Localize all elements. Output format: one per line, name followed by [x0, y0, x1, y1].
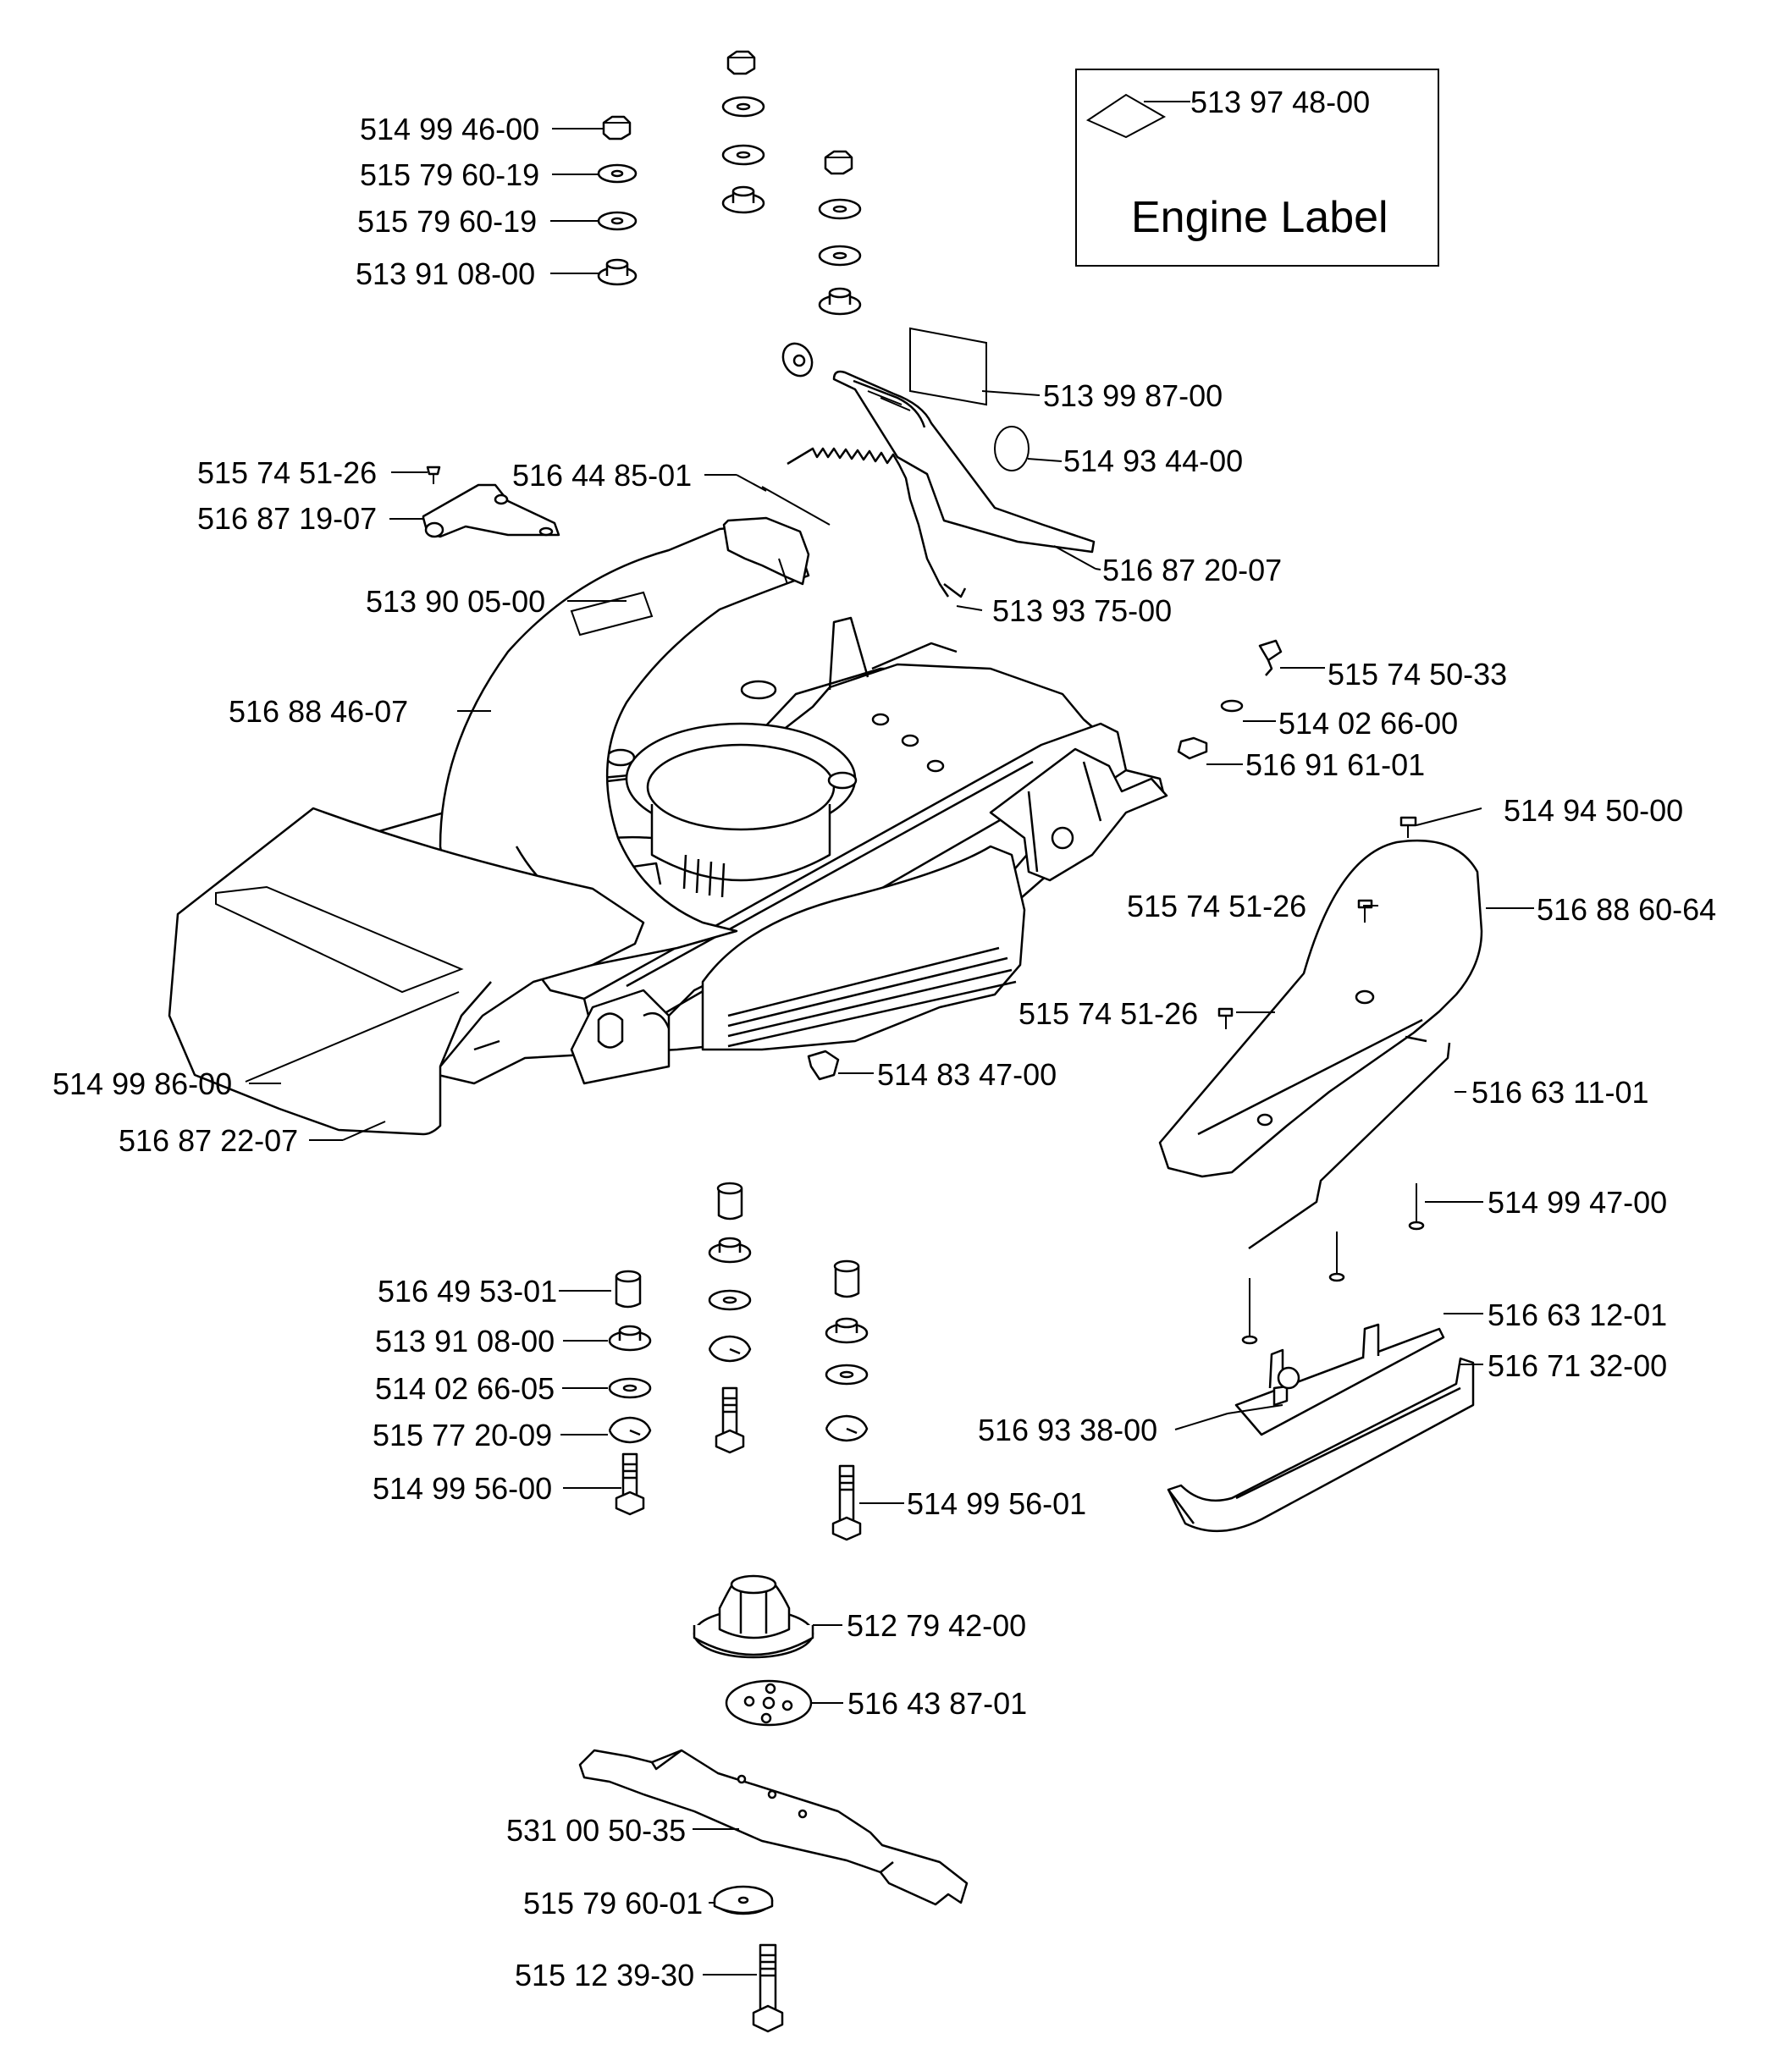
- label-516-71-32-00: 516 71 32-00: [1488, 1348, 1667, 1383]
- label-516-43-87-01: 516 43 87-01: [847, 1686, 1027, 1721]
- rear-flap-sticker: [215, 885, 464, 994]
- deck-sticker: [570, 591, 654, 636]
- label-516-91-61-01: 516 91 61-01: [1245, 747, 1425, 782]
- label-514-99-56-00: 514 99 56-00: [373, 1471, 552, 1506]
- label-516-87-20-07: 516 87 20-07: [1102, 553, 1282, 587]
- blade-bolt-washer: [709, 1885, 774, 1915]
- rear-flap-bracket: [389, 466, 560, 538]
- rear-flap: [168, 807, 645, 1136]
- label-515-74-51-26-low: 515 74 51-26: [1018, 996, 1198, 1031]
- label-514-99-47-00: 514 99 47-00: [1488, 1185, 1667, 1220]
- engine-label-part-number: 513 97 48-00: [1190, 85, 1370, 119]
- label-516-87-22-07: 516 87 22-07: [119, 1123, 298, 1158]
- label-516-63-11-01: 516 63 11-01: [1471, 1075, 1649, 1110]
- label-516-44-85-01: 516 44 85-01: [512, 458, 692, 493]
- blade-washer-plate: [725, 1679, 843, 1727]
- label-515-79-60-19-b: 515 79 60-19: [357, 204, 537, 239]
- label-516-49-53-01: 516 49 53-01: [378, 1274, 557, 1309]
- label-515-74-50-33: 515 74 50-33: [1328, 657, 1507, 692]
- part-labels: 514 99 46-00 515 79 60-19 515 79 60-19 5…: [52, 112, 1716, 1992]
- label-514-02-66-00: 514 02 66-00: [1278, 706, 1458, 741]
- torsion-spring: [787, 447, 950, 598]
- upper-hardware-stack-right: [818, 150, 862, 316]
- label-516-87-19-07: 516 87 19-07: [197, 501, 377, 536]
- leader-lines: [249, 600, 1483, 1430]
- label-513-99-87-00: 513 99 87-00: [1043, 378, 1223, 413]
- top-left-hardware: [550, 115, 638, 286]
- side-skid-assembly: [1167, 1323, 1475, 1533]
- side-rod: [1248, 1042, 1466, 1250]
- label-513-93-75-00: 513 93 75-00: [992, 593, 1172, 628]
- label-515-74-51-26-mid: 515 74 51-26: [1127, 889, 1306, 923]
- label-514-02-66-05: 514 02 66-05: [375, 1371, 555, 1406]
- warning-sticker: [909, 327, 987, 406]
- rivets: [1241, 1183, 1425, 1345]
- screw-icon: [426, 466, 441, 476]
- label-512-79-42-00: 512 79 42-00: [847, 1608, 1026, 1643]
- nut-icon: [602, 115, 632, 141]
- mower-blade: [578, 1749, 969, 1906]
- label-514-93-44-00: 514 93 44-00: [1063, 444, 1243, 478]
- label-513-91-08-00-low: 513 91 08-00: [375, 1324, 555, 1358]
- right-side-cover: [1158, 839, 1534, 1178]
- label-515-79-60-19-a: 515 79 60-19: [360, 157, 539, 192]
- upper-hardware-stack-left: [721, 50, 765, 214]
- label-516-88-60-64: 516 88 60-64: [1537, 892, 1716, 927]
- label-513-91-08-00-top: 513 91 08-00: [356, 256, 535, 291]
- engine-label-title: Engine Label: [1131, 193, 1388, 242]
- lower-hardware-stack-right: [825, 1259, 904, 1541]
- label-515-77-20-09: 515 77 20-09: [373, 1418, 552, 1452]
- label-515-12-39-30: 515 12 39-30: [515, 1958, 694, 1992]
- label-516-63-12-01: 516 63 12-01: [1488, 1298, 1667, 1332]
- label-514-99-46-00: 514 99 46-00: [360, 112, 539, 146]
- handle-bracket-assembly: [704, 327, 1101, 611]
- label-516-93-38-00: 516 93 38-00: [978, 1413, 1157, 1447]
- engine-label-box: 513 97 48-00 Engine Label: [1075, 69, 1439, 267]
- label-516-88-46-07: 516 88 46-07: [229, 694, 408, 729]
- label-514-99-86-00: 514 99 86-00: [52, 1066, 232, 1101]
- label-513-90-05-00: 513 90 05-00: [366, 584, 545, 619]
- round-sticker: [994, 426, 1030, 471]
- blade-bolt: [703, 1943, 784, 2033]
- lower-hardware-stack-left: [559, 1270, 652, 1516]
- label-514-99-56-01: 514 99 56-01: [907, 1486, 1086, 1521]
- label-514-83-47-00: 514 83 47-00: [877, 1057, 1057, 1092]
- label-514-94-50-00: 514 94 50-00: [1504, 793, 1683, 828]
- label-515-74-51-26-top: 515 74 51-26: [197, 455, 377, 490]
- label-515-79-60-01: 515 79 60-01: [523, 1886, 703, 1920]
- blade-adapter: [693, 1574, 842, 1659]
- label-531-00-50-35: 531 00 50-35: [506, 1813, 686, 1848]
- lower-hardware-stack-middle: [708, 1182, 752, 1454]
- engine-label-icon: [1085, 93, 1167, 139]
